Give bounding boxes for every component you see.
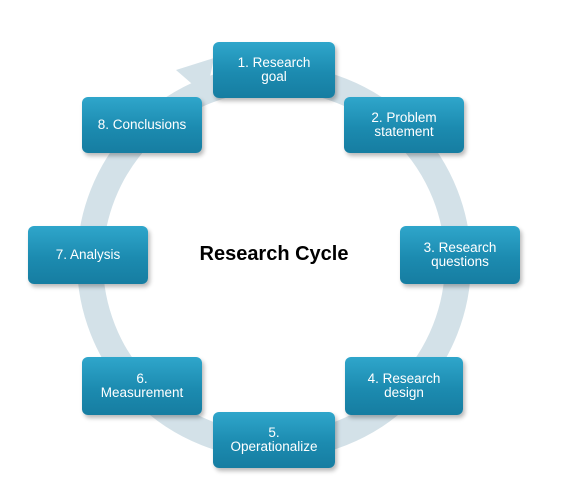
step-label: 4. Research design	[367, 371, 441, 400]
diagram-title: Research Cycle	[199, 243, 349, 265]
step-6-measurement[interactable]: 6. Measurement	[82, 357, 202, 415]
step-label: 2. Problem statement	[371, 110, 437, 139]
step-label: 1. Research goal	[237, 55, 311, 84]
step-label: 7. Analysis	[55, 247, 121, 262]
step-label: 5. Operationalize	[230, 425, 318, 454]
step-7-analysis[interactable]: 7. Analysis	[28, 226, 148, 284]
cycle-arrowhead	[176, 58, 214, 96]
step-label: 8. Conclusions	[97, 117, 187, 132]
step-label: 3. Research questions	[423, 240, 497, 269]
step-4-research-design[interactable]: 4. Research design	[345, 357, 463, 415]
step-label: 6. Measurement	[100, 371, 184, 400]
step-3-research-questions[interactable]: 3. Research questions	[400, 226, 520, 284]
step-1-research-goal[interactable]: 1. Research goal	[213, 42, 335, 98]
step-2-problem-statement[interactable]: 2. Problem statement	[344, 97, 464, 153]
step-8-conclusions[interactable]: 8. Conclusions	[82, 97, 202, 153]
step-5-operationalize[interactable]: 5. Operationalize	[213, 412, 335, 468]
